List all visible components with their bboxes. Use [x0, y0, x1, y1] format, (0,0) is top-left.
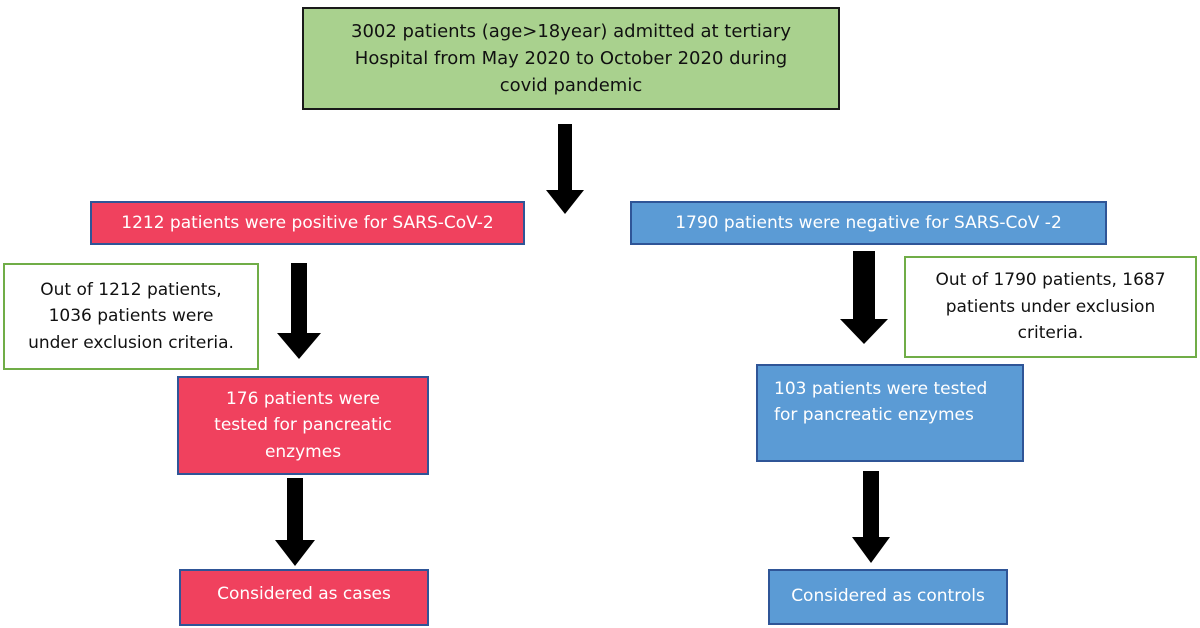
cases-text: Considered as cases [217, 584, 391, 604]
admitted-patients-box: 3002 patients (age>18year) admitted at t… [302, 7, 840, 110]
positive-group-text: 1212 patients were positive for SARS-CoV… [121, 212, 494, 233]
positive-tested-text: 176 patients were tested for pancreatic … [214, 388, 392, 462]
down-arrow-icon [277, 263, 321, 359]
controls-box: Considered as controls [768, 569, 1008, 625]
negative-exclusion-text: Out of 1790 patients, 1687 patients unde… [935, 270, 1166, 344]
negative-group-text: 1790 patients were negative for SARS-CoV… [675, 212, 1062, 233]
negative-exclusion-note: Out of 1790 patients, 1687 patients unde… [904, 256, 1197, 358]
down-arrow-icon [852, 471, 890, 563]
negative-tested-box: 103 patients were tested for pancreatic … [756, 364, 1024, 462]
down-arrow-icon [546, 124, 584, 214]
down-arrow-icon [275, 478, 315, 566]
positive-exclusion-text: Out of 1212 patients, 1036 patients were… [28, 279, 234, 353]
negative-tested-text: 103 patients were tested for pancreatic … [774, 379, 988, 426]
cases-box: Considered as cases [179, 569, 429, 626]
admitted-patients-text: 3002 patients (age>18year) admitted at t… [351, 21, 791, 96]
positive-group-box: 1212 patients were positive for SARS-CoV… [90, 201, 525, 245]
positive-exclusion-note: Out of 1212 patients, 1036 patients were… [3, 263, 259, 370]
positive-tested-box: 176 patients were tested for pancreatic … [177, 376, 429, 475]
negative-group-box: 1790 patients were negative for SARS-CoV… [630, 201, 1107, 245]
down-arrow-icon [840, 251, 888, 344]
controls-text: Considered as controls [791, 586, 985, 606]
